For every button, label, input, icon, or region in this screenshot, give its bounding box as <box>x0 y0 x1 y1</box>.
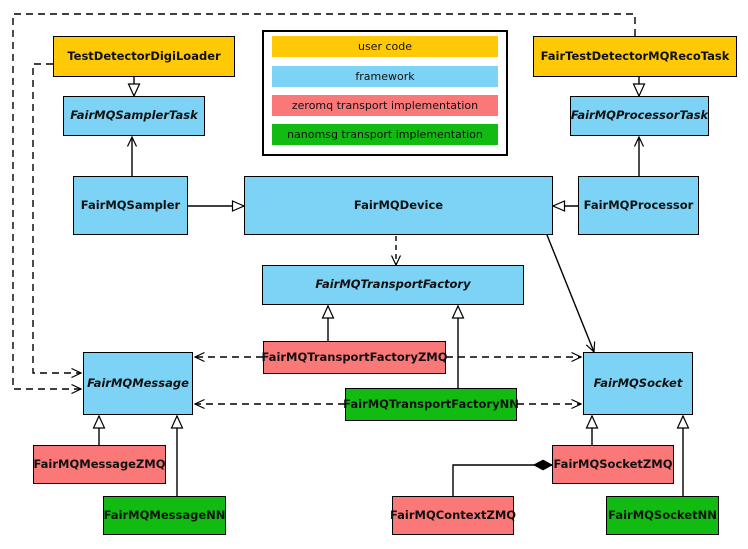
class-box-fairmqprocessortask[interactable]: FairMQProcessorTask <box>570 96 709 136</box>
class-box-fairmqtransportfactoryzmq[interactable]: FairMQTransportFactoryZMQ <box>262 341 448 374</box>
class-box-fairmqsampler[interactable]: FairMQSampler <box>73 176 188 235</box>
legend-label-nanomsg: nanomsg transport implementation <box>287 128 483 141</box>
edge-contextzmq-socketzmq <box>452 465 552 496</box>
legend-label-user-code: user code <box>357 40 413 53</box>
class-box-fairmqmessagenn[interactable]: FairMQMessageNN <box>103 496 226 535</box>
legend-swatch-zeromq: zeromq transport implementation <box>272 95 498 116</box>
class-box-fairtestdetectormqrecotask[interactable]: FairTestDetectorMQRecoTask <box>533 36 737 77</box>
class-box-fairmqsocketnn[interactable]: FairMQSocketNN <box>606 496 719 535</box>
class-box-fairmqsocketzmq[interactable]: FairMQSocketZMQ <box>552 445 674 484</box>
class-box-fairmqsamplertask[interactable]: FairMQSamplerTask <box>63 96 205 136</box>
legend-label-zeromq: zeromq transport implementation <box>291 99 479 112</box>
legend-swatch-user-code: user code <box>272 36 498 57</box>
legend-label-framework: framework <box>355 70 415 83</box>
legend-swatch-framework: framework <box>272 66 498 87</box>
edge-digiloader-message-inner <box>32 63 83 379</box>
class-box-testdetectordigiloader[interactable]: TestDetectorDigiLoader <box>53 36 235 77</box>
class-box-fairmqmessage[interactable]: FairMQMessage <box>83 352 193 415</box>
class-box-fairmqdevice[interactable]: FairMQDevice <box>244 176 553 235</box>
class-box-fairmqtransportfactory[interactable]: FairMQTransportFactory <box>262 265 524 305</box>
class-box-fairmqprocessor[interactable]: FairMQProcessor <box>578 176 699 235</box>
edge-device-socket <box>546 234 596 354</box>
class-box-fairmqcontextzmq[interactable]: FairMQContextZMQ <box>390 496 516 535</box>
edge-recotask-message-outer <box>12 13 636 395</box>
class-box-fairmqmessagezmq[interactable]: FairMQMessageZMQ <box>33 445 166 484</box>
legend-swatch-nanomsg: nanomsg transport implementation <box>272 124 498 145</box>
class-box-fairmqtransportfactorynn[interactable]: FairMQTransportFactoryNN <box>343 388 519 421</box>
class-box-fairmqsocket[interactable]: FairMQSocket <box>583 352 693 415</box>
